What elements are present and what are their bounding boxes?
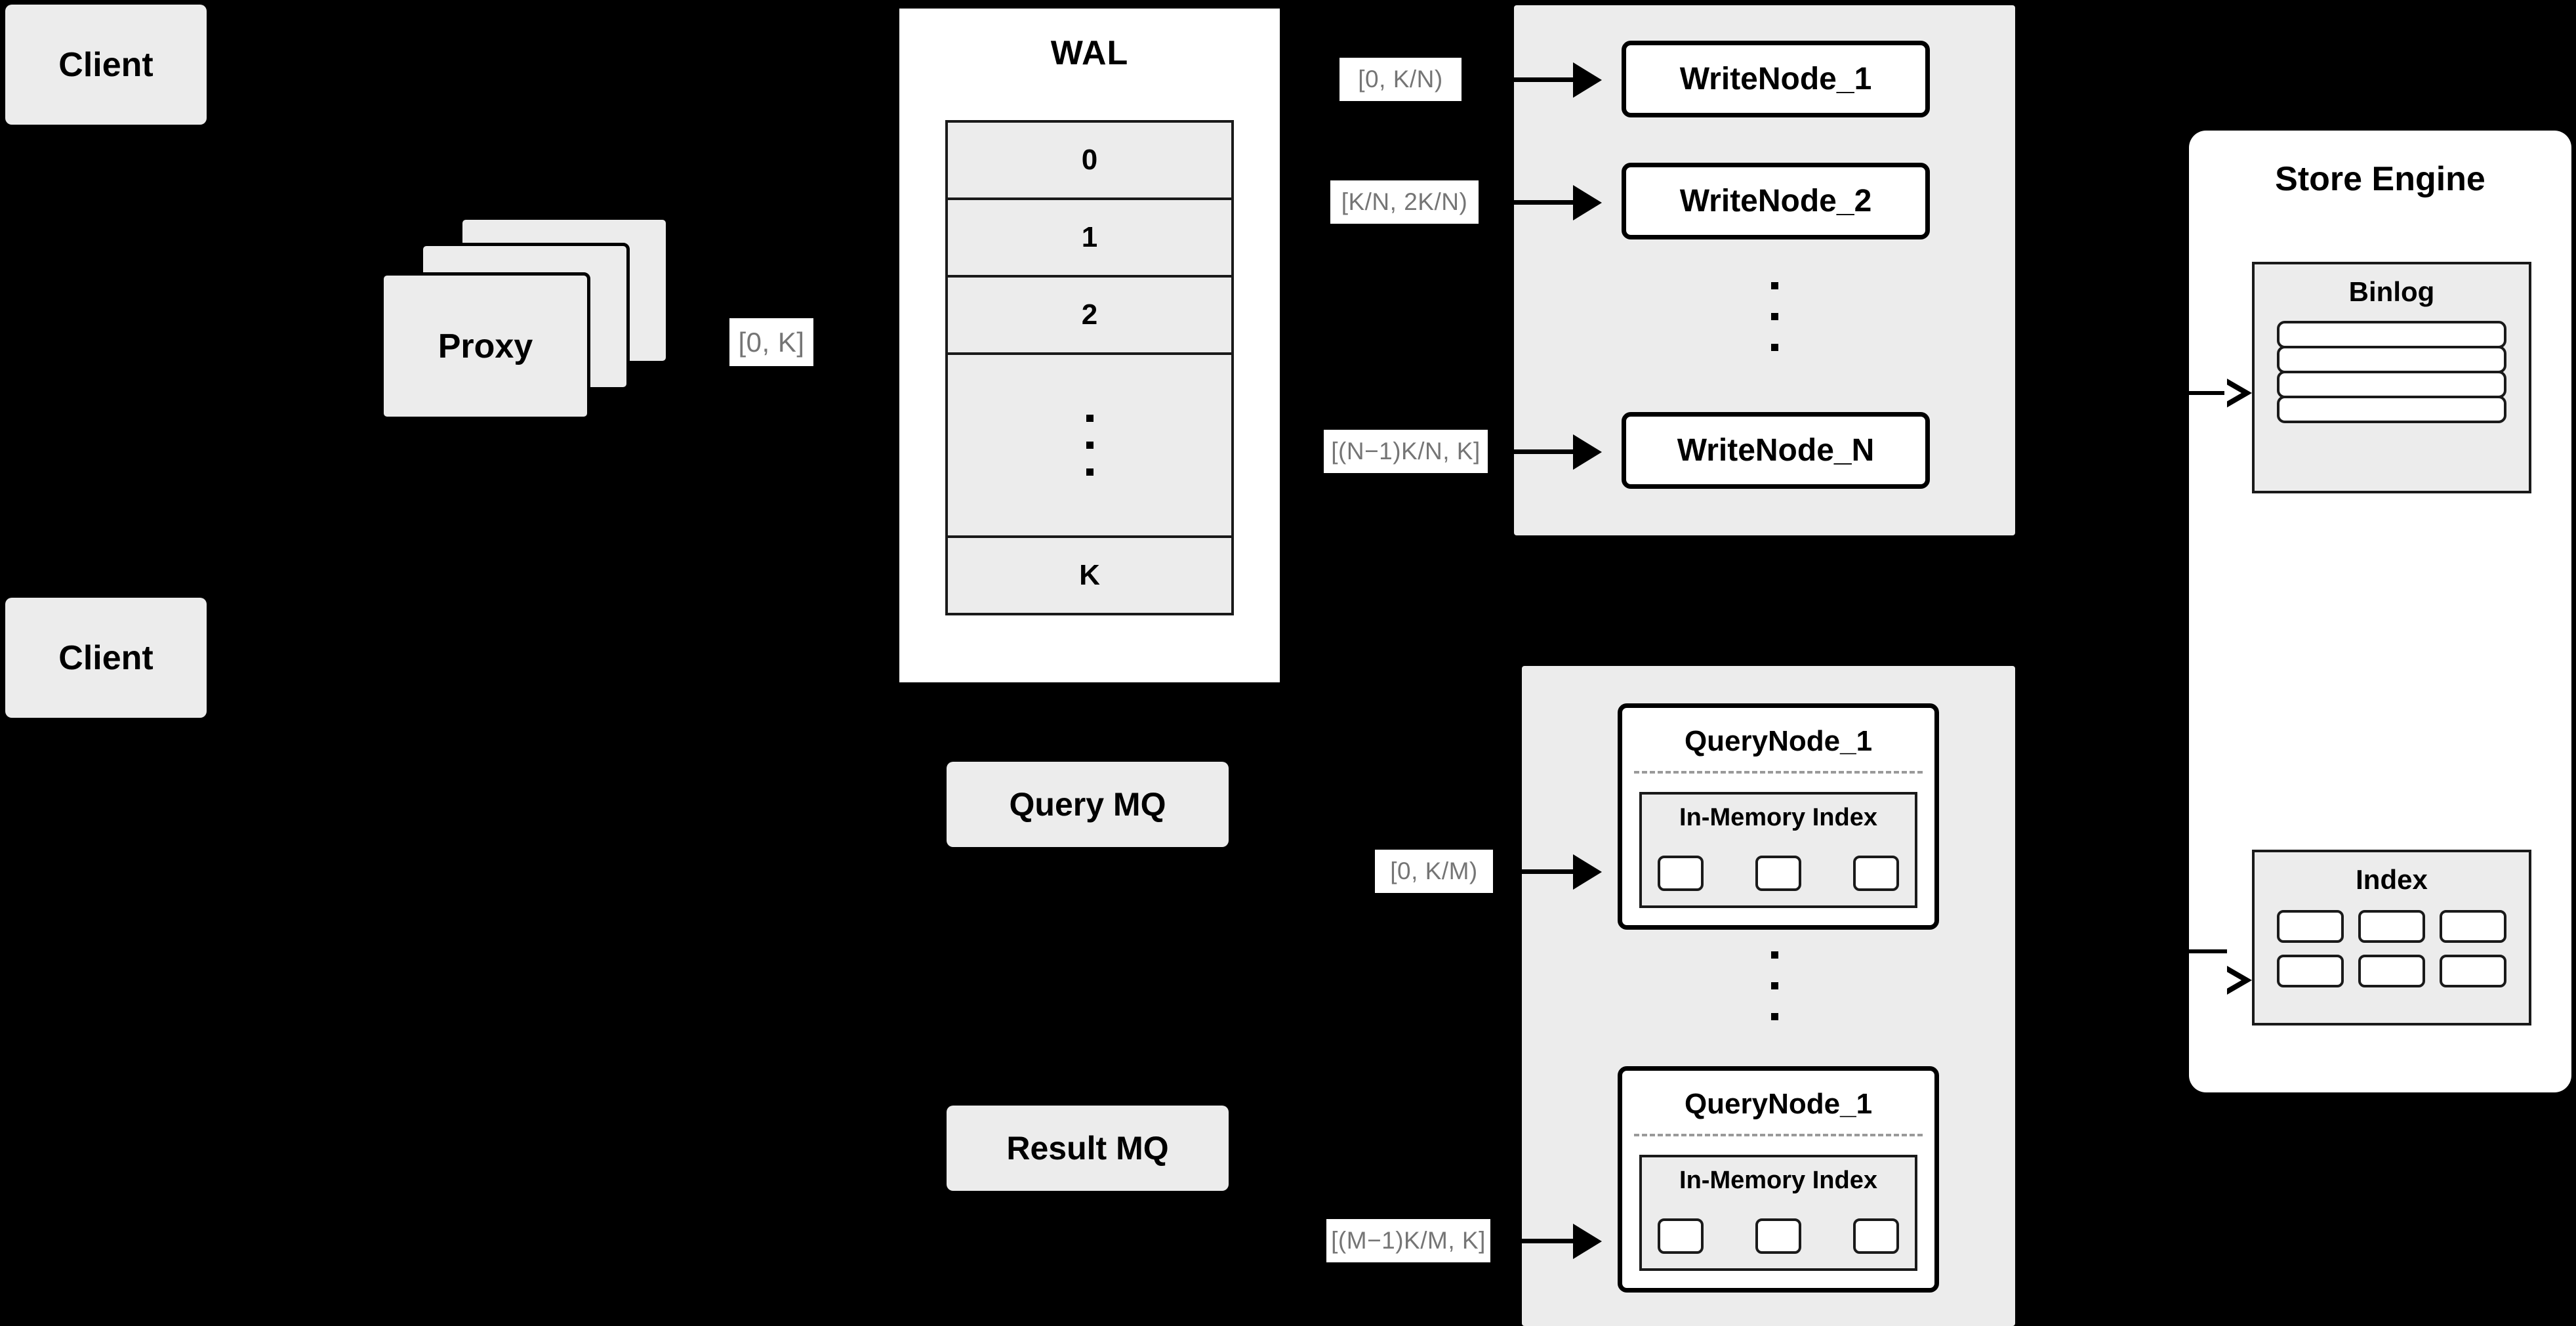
binlog-rows — [2277, 321, 2506, 423]
arrow-head-querynode-1 — [1573, 854, 1602, 890]
arrow-head-querynode-m — [1573, 1224, 1602, 1259]
index-box: Index — [2252, 850, 2531, 1026]
arrow-line-querynode-m — [1490, 1239, 1573, 1243]
in-memory-index-cells — [1658, 856, 1899, 891]
index-cell — [2277, 955, 2344, 987]
in-memory-index-box: In-Memory Index — [1639, 792, 1917, 908]
range-label-proxy-wal: [0, K] — [729, 318, 813, 366]
arrow-line-writenode-2 — [1479, 200, 1573, 205]
ellipsis-dot-icon — [1086, 442, 1094, 449]
ellipsis-dot-icon — [1771, 951, 1778, 959]
index-cell — [1853, 856, 1899, 891]
index-grid — [2277, 910, 2506, 987]
querynode-divider — [1634, 771, 1923, 774]
index-title: Index — [2356, 864, 2428, 895]
writenode-2[interactable]: WriteNode_2 — [1622, 163, 1930, 239]
index-cell — [1658, 1218, 1704, 1254]
client-label: Client — [58, 45, 153, 84]
index-cell — [1853, 1218, 1899, 1254]
index-cell — [2358, 910, 2425, 943]
arrow-line-index — [2186, 949, 2227, 953]
wal-cell: 1 — [948, 200, 1231, 278]
arrow-head-writenode-2 — [1573, 185, 1602, 220]
wal-title: WAL — [1050, 34, 1129, 72]
index-cell — [2358, 955, 2425, 987]
range-label-writenode-n: [(N−1)K/N, K] — [1324, 430, 1488, 473]
wal-cell: 2 — [948, 278, 1231, 355]
wal-cell: K — [948, 538, 1231, 613]
arrow-line-binlog — [2186, 391, 2227, 395]
index-cell — [2440, 955, 2506, 987]
wal-cell: 0 — [948, 123, 1231, 200]
result-mq-box[interactable]: Result MQ — [947, 1106, 1229, 1191]
arrow-head-writenode-n — [1573, 434, 1602, 470]
arrow-head-writenode-1 — [1573, 62, 1602, 98]
ellipsis-dot-icon — [1086, 468, 1094, 476]
in-memory-index-cells — [1658, 1218, 1899, 1254]
query-mq-box[interactable]: Query MQ — [947, 762, 1229, 847]
ellipsis-dot-icon — [1771, 282, 1778, 289]
write-section-ellipsis — [1771, 282, 1778, 351]
binlog-row — [2277, 371, 2506, 398]
querynode-1[interactable]: QueryNode_1 In-Memory Index — [1618, 703, 1939, 930]
in-memory-index-title: In-Memory Index — [1679, 1167, 1877, 1194]
proxy-stack[interactable]: Proxy — [380, 217, 669, 433]
range-label-querynode-1: [0, K/M) — [1375, 850, 1493, 893]
arrow-line-writenode-1 — [1462, 77, 1573, 82]
binlog-row — [2277, 321, 2506, 348]
index-cell — [2440, 910, 2506, 943]
binlog-row — [2277, 346, 2506, 373]
wal-cell-ellipsis — [948, 355, 1231, 538]
arrow-head-index — [2224, 966, 2252, 995]
binlog-row — [2277, 396, 2506, 423]
arrow-head-binlog — [2224, 379, 2252, 407]
querynode-title: QueryNode_1 — [1684, 1088, 1873, 1120]
index-cell — [1755, 856, 1801, 891]
index-cell — [2277, 910, 2344, 943]
ellipsis-dot-icon — [1771, 344, 1778, 351]
in-memory-index-title: In-Memory Index — [1679, 804, 1877, 831]
range-label-writenode-1: [0, K/N) — [1339, 58, 1462, 101]
query-section-ellipsis — [1771, 951, 1778, 1020]
ellipsis-dot-icon — [1086, 415, 1094, 422]
ellipsis-dot-icon — [1771, 1013, 1778, 1020]
querynode-title: QueryNode_1 — [1684, 725, 1873, 757]
index-cell — [1755, 1218, 1801, 1254]
ellipsis-dot-icon — [1771, 313, 1778, 320]
binlog-box: Binlog — [2252, 262, 2531, 493]
client-label: Client — [58, 638, 153, 677]
arrow-line-querynode-1 — [1493, 869, 1573, 874]
arrow-line-writenode-n — [1488, 449, 1573, 454]
in-memory-index-box: In-Memory Index — [1639, 1155, 1917, 1271]
ellipsis-dot-icon — [1771, 982, 1778, 989]
client-box-2[interactable]: Client — [5, 598, 207, 718]
querynode-divider — [1634, 1134, 1923, 1136]
store-engine-title: Store Engine — [2275, 160, 2485, 198]
range-label-querynode-m: [(M−1)K/M, K] — [1326, 1219, 1490, 1262]
range-label-writenode-2: [K/N, 2K/N) — [1330, 180, 1479, 224]
proxy-label: Proxy — [438, 327, 533, 365]
writenode-n[interactable]: WriteNode_N — [1622, 412, 1930, 489]
wal-table: 0 1 2 K — [945, 120, 1234, 615]
writenode-1[interactable]: WriteNode_1 — [1622, 41, 1930, 117]
proxy-card-front[interactable]: Proxy — [380, 272, 590, 420]
wal-container: WAL 0 1 2 K — [896, 5, 1283, 686]
index-cell — [1658, 856, 1704, 891]
store-engine-container: Store Engine Binlog Index — [2189, 131, 2571, 1092]
querynode-m[interactable]: QueryNode_1 In-Memory Index — [1618, 1066, 1939, 1293]
binlog-title: Binlog — [2348, 276, 2435, 307]
client-box-1[interactable]: Client — [5, 5, 207, 125]
